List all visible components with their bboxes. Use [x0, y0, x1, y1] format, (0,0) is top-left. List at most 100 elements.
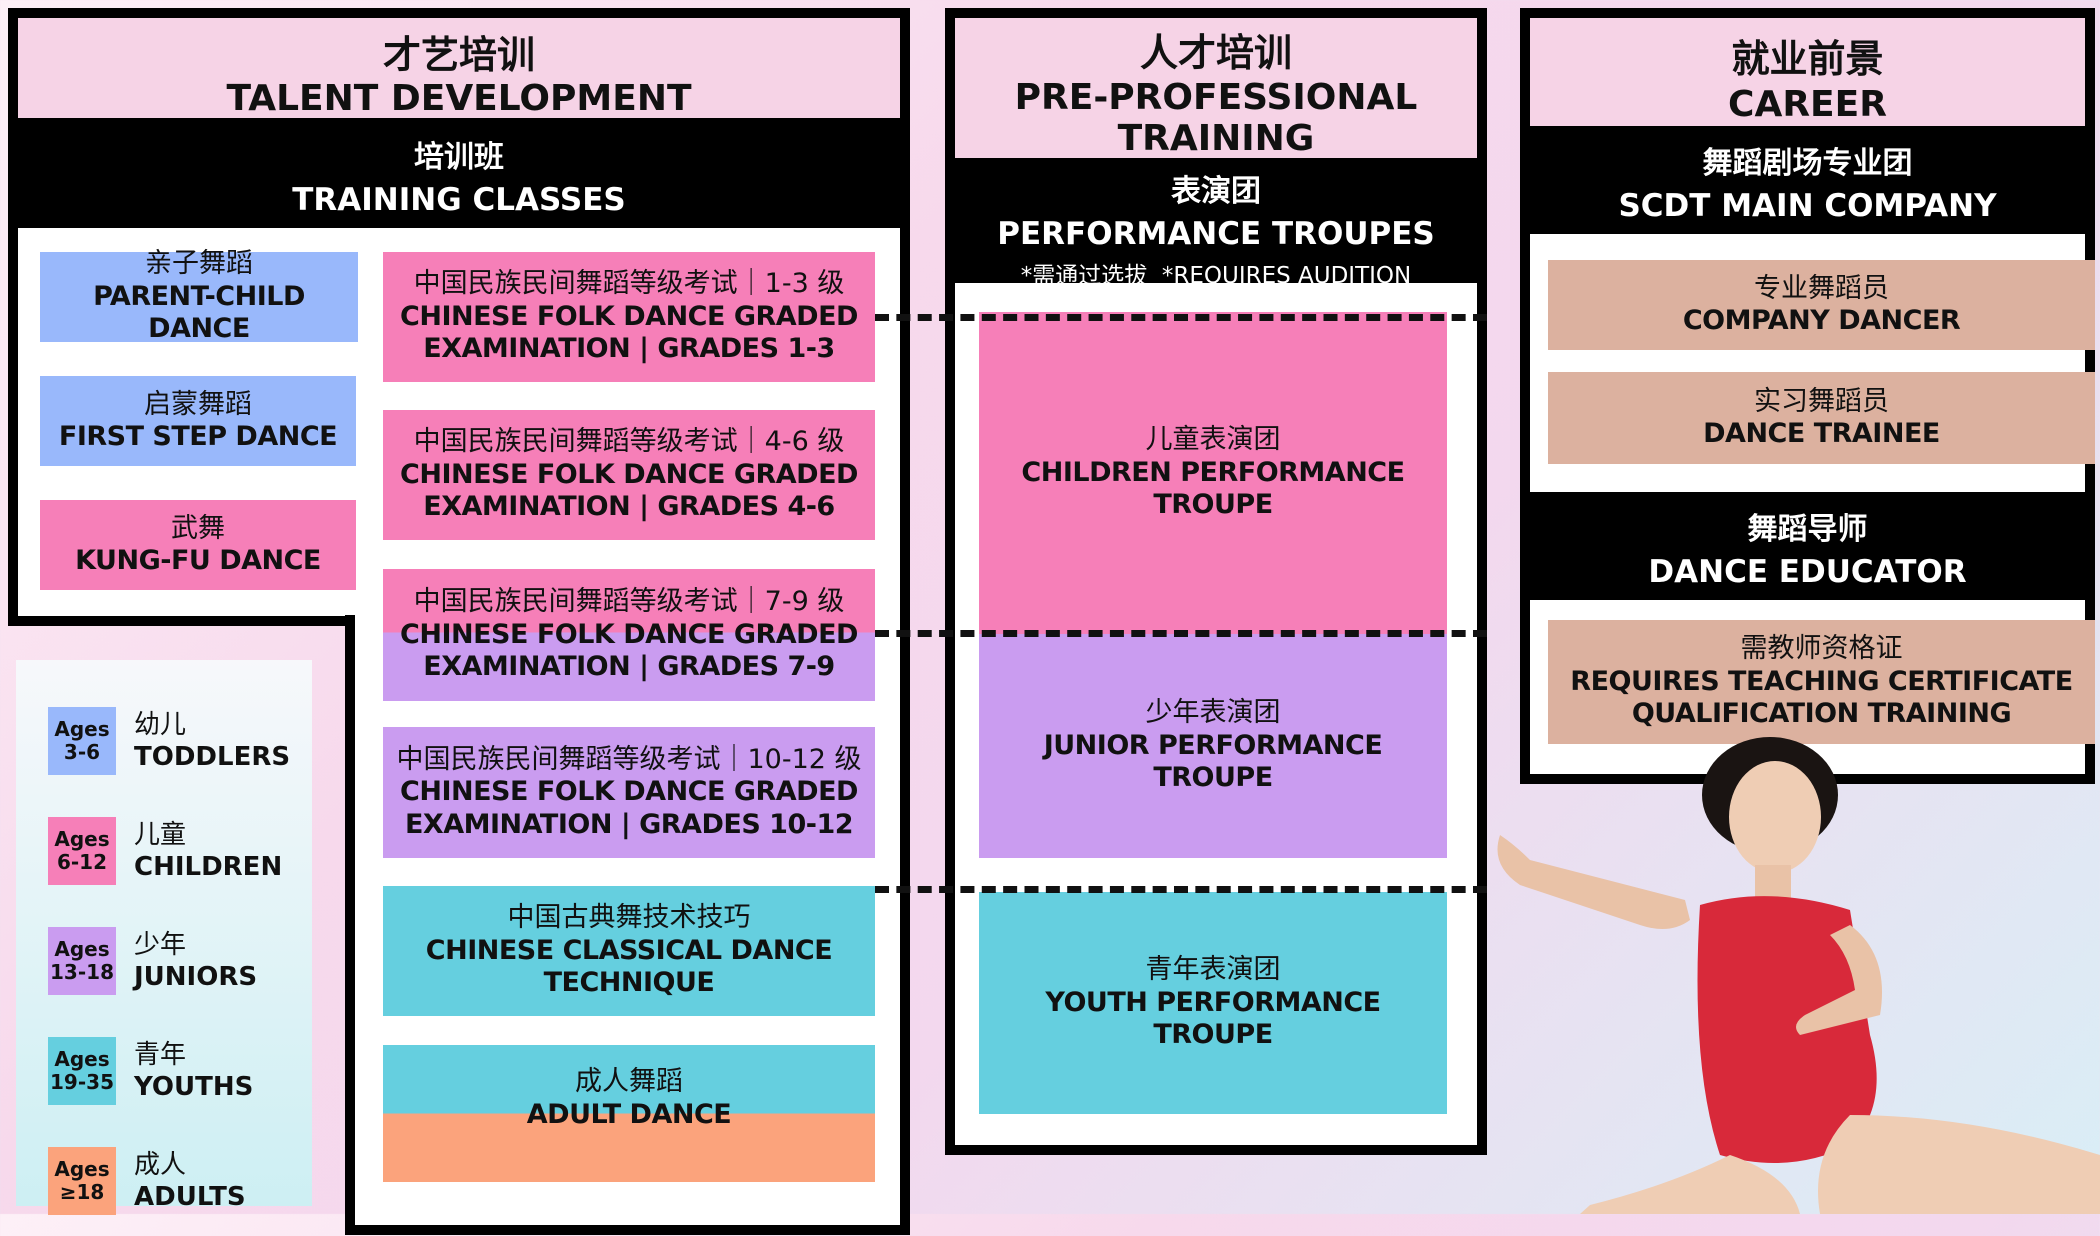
- training-classes-cn: 培训班: [414, 140, 504, 175]
- folk-grades-7-9-cn: 中国民族民间舞蹈等级考试｜7-9 级: [413, 586, 845, 618]
- legend-item-children: Ages 6-12 儿童 CHILDREN: [48, 796, 308, 906]
- teaching-certificate-en1: REQUIRES TEACHING CERTIFICATE: [1570, 665, 2073, 697]
- legend-en: CHILDREN: [134, 852, 283, 882]
- training-classes-bar: 培训班 TRAINING CLASSES: [18, 118, 900, 228]
- legend-text-juniors: 少年 JUNIORS: [134, 929, 257, 994]
- legend-cn: 儿童: [134, 819, 187, 850]
- dancer-arm-right: [1796, 925, 1882, 1035]
- adult-dance-en: ADULT DANCE: [526, 1098, 732, 1130]
- youth-troupe-en2: TROUPE: [1153, 1019, 1273, 1051]
- career-header-cn: 就业前景: [1731, 37, 1884, 81]
- folk-grades-1-3-en1: CHINESE FOLK DANCE GRADED: [400, 300, 858, 332]
- preprof-header-en1: PRE-PROFESSIONAL: [1014, 77, 1418, 118]
- preprof-header: 人才培训 PRE-PROFESSIONAL TRAINING: [955, 18, 1477, 159]
- folk-grades-4-6-cn: 中国民族民间舞蹈等级考试｜4-6 级: [413, 426, 845, 458]
- legend-range: 3-6: [63, 740, 101, 764]
- performance-troupes-bar: 表演团 PERFORMANCE TROUPES *需通过选拔 *REQUIRES…: [955, 158, 1477, 289]
- folk-grades-4-6-en1: CHINESE FOLK DANCE GRADED: [400, 458, 858, 490]
- legend-en: YOUTHS: [134, 1072, 254, 1102]
- legend-badge-youths: Ages 19-35: [48, 1037, 116, 1105]
- dance-trainee-box: 实习舞蹈员 DANCE TRAINEE: [1548, 372, 2095, 464]
- dancer-photo: [1497, 737, 2100, 1214]
- legend-text-toddlers: 幼儿 TODDLERS: [134, 709, 290, 774]
- adult-dance-cn: 成人舞蹈: [575, 1066, 683, 1098]
- legend-text-adults: 成人 ADULTS: [134, 1149, 246, 1214]
- folk-grades-1-3-box: 中国民族民间舞蹈等级考试｜1-3 级 CHINESE FOLK DANCE GR…: [383, 252, 875, 382]
- main-company-bar: 舞蹈剧场专业团 SCDT MAIN COMPANY: [1530, 126, 2085, 234]
- children-troupe-cn: 儿童表演团: [1145, 424, 1281, 456]
- folk-grades-10-12-en1: CHINESE FOLK DANCE GRADED: [400, 776, 858, 808]
- folk-grades-10-12-cn: 中国民族民间舞蹈等级考试｜10-12 级: [396, 743, 862, 775]
- children-troupe-box: 儿童表演团 CHILDREN PERFORMANCE TROUPE: [979, 312, 1447, 634]
- legend-text-youths: 青年 YOUTHS: [134, 1039, 253, 1104]
- folk-grades-1-3-en2: EXAMINATION | GRADES 1-3: [423, 333, 835, 365]
- classical-technique-box: 中国古典舞技术技巧 CHINESE CLASSICAL DANCE TECHNI…: [383, 886, 875, 1016]
- dance-educator-bar: 舞蹈导师 DANCE EDUCATOR: [1530, 492, 2085, 600]
- dancer-arm: [1497, 835, 1690, 929]
- legend-text-children: 儿童 CHILDREN: [134, 819, 282, 884]
- folk-grades-4-6-box: 中国民族民间舞蹈等级考试｜4-6 级 CHINESE FOLK DANCE GR…: [383, 410, 875, 540]
- kung-fu-dance-box: 武舞 KUNG-FU DANCE: [40, 500, 356, 590]
- folk-grades-10-12-en2: EXAMINATION | GRADES 10-12: [404, 808, 854, 840]
- dashed-connector-children: [875, 314, 1487, 321]
- junior-troupe-en1: JUNIOR PERFORMANCE: [1043, 729, 1383, 761]
- parent-child-dance-cn: 亲子舞蹈: [145, 248, 253, 280]
- audition-note: *需通过选拔 *REQUIRES AUDITION: [1020, 263, 1412, 289]
- career-header: 就业前景 CAREER: [1530, 18, 2085, 126]
- performance-troupes-en: PERFORMANCE TROUPES: [997, 216, 1435, 252]
- legend-badge-adults: Ages ≥18: [48, 1147, 116, 1215]
- youth-troupe-en1: YOUTH PERFORMANCE: [1045, 986, 1381, 1018]
- first-step-dance-en: FIRST STEP DANCE: [58, 421, 338, 452]
- legend-range: 19-35: [50, 1070, 114, 1094]
- talent-header-en: TALENT DEVELOPMENT: [226, 78, 692, 119]
- legend-ages-label: Ages: [54, 1047, 110, 1071]
- legend-badge-juniors: Ages 13-18: [48, 927, 116, 995]
- folk-grades-4-6-en2: EXAMINATION | GRADES 4-6: [423, 491, 835, 523]
- talent-frame-notch: [8, 616, 355, 626]
- folk-grades-1-3-cn: 中国民族民间舞蹈等级考试｜1-3 级: [413, 268, 845, 300]
- dancer-face: [1729, 761, 1821, 873]
- junior-troupe-cn: 少年表演团: [1145, 697, 1281, 729]
- folk-grades-7-9-en1: CHINESE FOLK DANCE GRADED: [400, 618, 858, 650]
- adult-dance-box: 成人舞蹈 ADULT DANCE: [383, 1045, 875, 1182]
- legend-item-juniors: Ages 13-18 少年 JUNIORS: [48, 906, 308, 1016]
- legend-en: JUNIORS: [134, 962, 258, 992]
- legend-ages-label: Ages: [54, 717, 110, 741]
- dance-educator-en: DANCE EDUCATOR: [1648, 554, 1967, 590]
- dancer-leg: [1818, 1115, 2100, 1214]
- preprof-header-cn: 人才培训: [1139, 31, 1292, 75]
- junior-troupe-en2: TROUPE: [1153, 762, 1273, 794]
- dashed-connector-youth: [875, 886, 1487, 893]
- dashed-connector-junior: [875, 630, 1487, 637]
- main-company-cn: 舞蹈剧场专业团: [1702, 146, 1913, 181]
- legend-en: TODDLERS: [134, 742, 291, 772]
- first-step-dance-cn: 启蒙舞蹈: [144, 388, 252, 420]
- children-troupe-en2: TROUPE: [1153, 489, 1273, 521]
- legend-range: ≥18: [59, 1180, 105, 1204]
- performance-troupes-cn: 表演团: [1171, 174, 1261, 209]
- company-dancer-box: 专业舞蹈员 COMPANY DANCER: [1548, 260, 2095, 350]
- legend-item-youths: Ages 19-35 青年 YOUTHS: [48, 1016, 308, 1126]
- teaching-certificate-box: 需教师资格证 REQUIRES TEACHING CERTIFICATE QUA…: [1548, 620, 2095, 744]
- dancer-leotard: [1697, 896, 1877, 1163]
- main-company-en: SCDT MAIN COMPANY: [1618, 188, 1997, 224]
- legend-en: ADULTS: [134, 1182, 246, 1212]
- teaching-certificate-en2: QUALIFICATION TRAINING: [1631, 698, 2012, 730]
- legend-ages-label: Ages: [54, 1157, 110, 1181]
- talent-header-cn: 才艺培训: [382, 33, 535, 77]
- legend-cn: 成人: [134, 1149, 187, 1180]
- legend-item-toddlers: Ages 3-6 幼儿 TODDLERS: [48, 686, 308, 796]
- parent-child-dance-box: 亲子舞蹈 PARENT-CHILD DANCE: [40, 248, 358, 344]
- kung-fu-dance-en: KUNG-FU DANCE: [75, 545, 321, 576]
- dance-trainee-cn: 实习舞蹈员: [1754, 385, 1889, 417]
- company-dancer-cn: 专业舞蹈员: [1754, 272, 1889, 304]
- legend-range: 6-12: [56, 850, 108, 874]
- legend-item-adults: Ages ≥18 成人 ADULTS: [48, 1126, 308, 1236]
- legend-cn: 少年: [134, 929, 187, 960]
- talent-header: 才艺培训 TALENT DEVELOPMENT: [18, 18, 900, 118]
- legend-cn: 幼儿: [134, 709, 187, 740]
- children-troupe-en1: CHILDREN PERFORMANCE: [1021, 456, 1405, 488]
- training-classes-en: TRAINING CLASSES: [292, 182, 626, 218]
- career-header-en: CAREER: [1728, 84, 1887, 125]
- classical-technique-en2: TECHNIQUE: [543, 967, 715, 999]
